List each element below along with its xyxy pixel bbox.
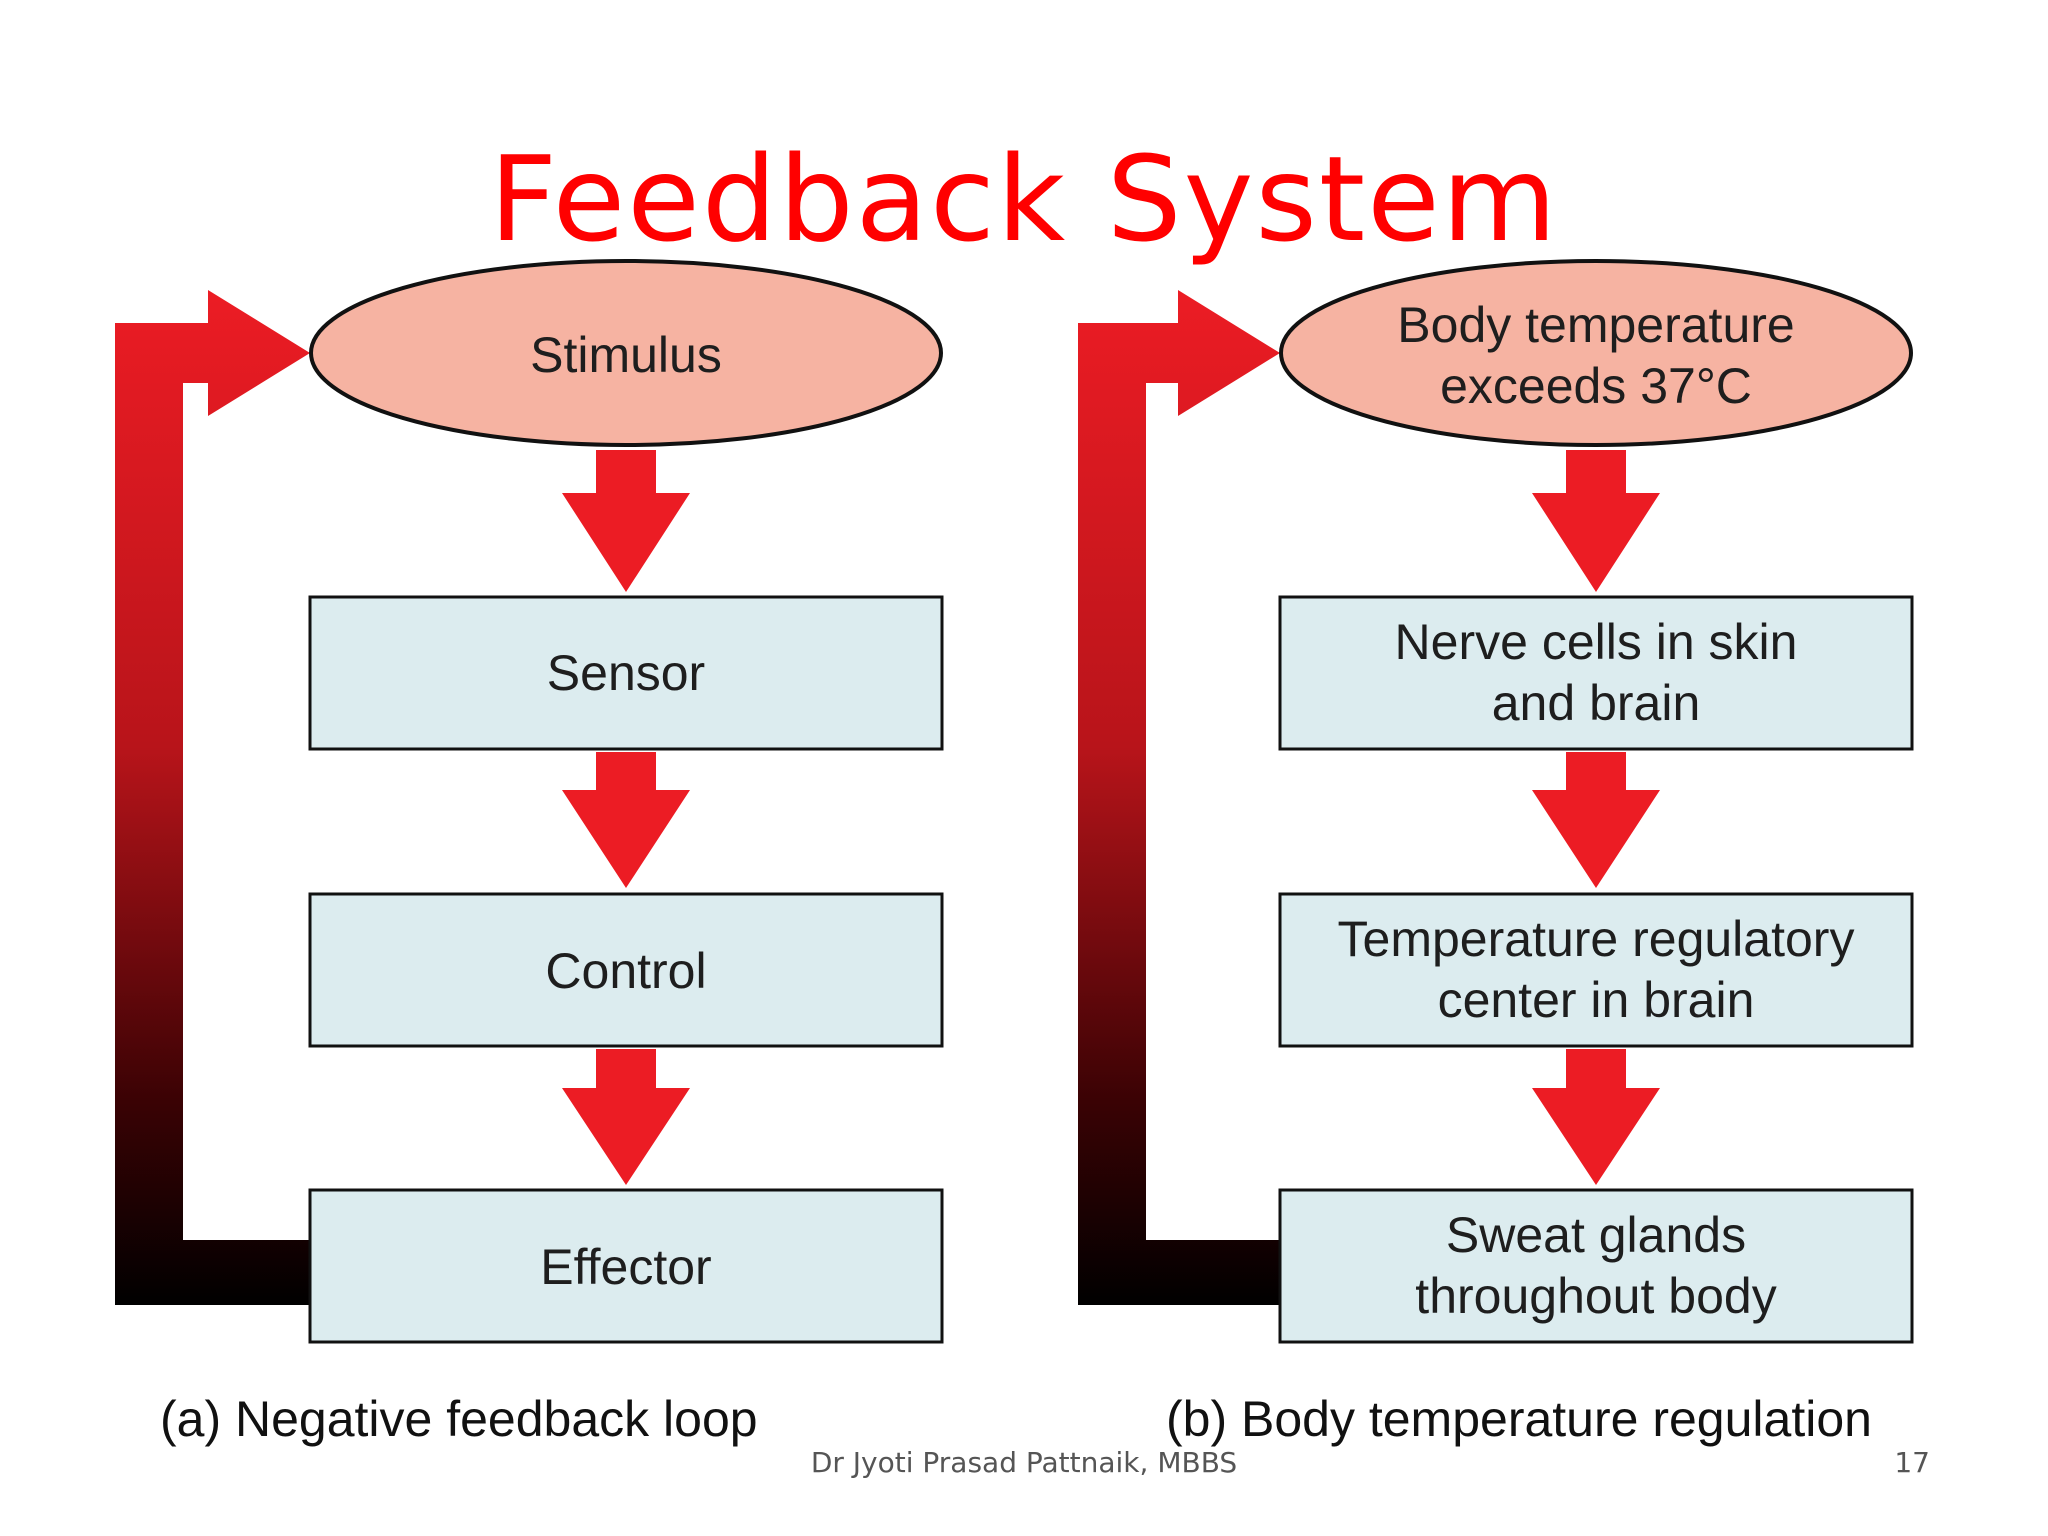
panel-b-stimulus-ellipse xyxy=(1279,259,1913,447)
panel-b-control-text-line1: Temperature regulatory xyxy=(1338,911,1855,967)
panel-b-loop-arrow xyxy=(1078,290,1280,1305)
panel-b-stimulus-text-line1: Body temperature xyxy=(1397,297,1794,353)
panel-b-sensor-text-line1: Nerve cells in skin xyxy=(1395,614,1798,670)
footer-author: Dr Jyoti Prasad Pattnaik, MBBS xyxy=(810,1446,1238,1479)
panel-a-stimulus-ellipse xyxy=(309,259,943,447)
panel-b-effector-box xyxy=(1278,1188,1914,1344)
panel-a-stimulus-text: Stimulus xyxy=(530,327,722,383)
panel-b-control-box xyxy=(1278,892,1914,1048)
panel-a-negative-feedback-loop: Stimulus Sensor Control Effector (a) Neg… xyxy=(115,259,944,1447)
panel-b-caption: (b) Body temperature regulation xyxy=(1166,1391,1872,1447)
panel-b-effector-text-line2: throughout body xyxy=(1415,1268,1776,1324)
slide-title: Feedback System xyxy=(489,130,1559,268)
panel-a-sensor-text: Sensor xyxy=(547,645,705,701)
panel-b-sensor-text-line2: and brain xyxy=(1492,675,1701,731)
panel-b-control-text-line2: center in brain xyxy=(1438,972,1755,1028)
panel-a-down-arrow-1 xyxy=(562,450,690,592)
panel-a-control-box xyxy=(308,892,944,1048)
panel-a-control-text: Control xyxy=(545,943,706,999)
panel-a-effector-box xyxy=(308,1188,944,1344)
panel-a-effector-text: Effector xyxy=(540,1239,711,1295)
panel-b-down-arrow-3 xyxy=(1532,1049,1660,1185)
panel-b-stimulus-text-line2: exceeds 37°C xyxy=(1440,358,1752,414)
panel-a-loop-arrow xyxy=(115,290,310,1305)
panel-a-caption: (a) Negative feedback loop xyxy=(160,1391,758,1447)
panel-a-down-arrow-2 xyxy=(562,752,690,888)
panel-b-effector-text-line1: Sweat glands xyxy=(1446,1207,1746,1263)
panel-b-down-arrow-2 xyxy=(1532,752,1660,888)
panel-b-down-arrow-1 xyxy=(1532,450,1660,592)
page-number: 17 xyxy=(1894,1446,1930,1479)
panel-b-body-temperature-regulation: Body temperature exceeds 37°C Nerve cell… xyxy=(1078,259,1914,1447)
panel-a-sensor-box xyxy=(308,595,944,751)
panel-b-sensor-box xyxy=(1278,595,1914,751)
panel-a-down-arrow-3 xyxy=(562,1049,690,1185)
